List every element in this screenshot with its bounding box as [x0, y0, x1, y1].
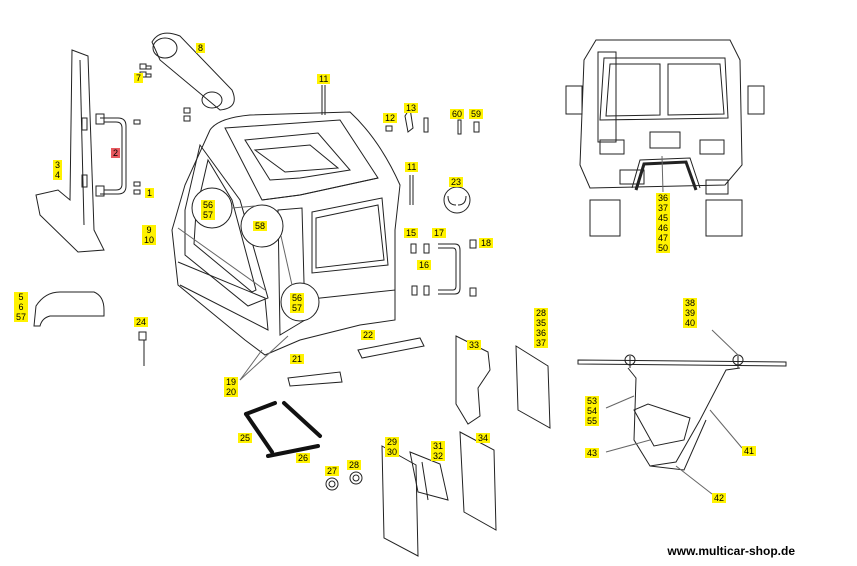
callout-38-39-40[interactable]: 38 39 40 [683, 298, 698, 328]
callout-11[interactable]: 11 [317, 74, 331, 84]
callout-58[interactable]: 58 [253, 221, 268, 231]
cab-body [171, 111, 401, 356]
callout-1[interactable]: 1 [145, 188, 155, 198]
bracket-assembly [577, 329, 787, 495]
callout-59[interactable]: 59 [469, 109, 484, 119]
callout-27[interactable]: 27 [325, 466, 340, 476]
callout-33[interactable]: 33 [467, 340, 482, 350]
callout-23[interactable]: 23 [449, 177, 464, 187]
callout-17[interactable]: 17 [432, 228, 447, 238]
site-url[interactable]: www.multicar-shop.de [667, 544, 795, 558]
callout-9-10[interactable]: 9 10 [142, 225, 157, 245]
screws [133, 63, 191, 195]
callout-56-57b[interactable]: 56 57 [290, 293, 305, 313]
callout-19-20[interactable]: 19 20 [224, 377, 239, 397]
callout-25[interactable]: 25 [238, 433, 253, 443]
callout-60[interactable]: 60 [450, 109, 465, 119]
headlamp-housing [151, 32, 235, 111]
callout-21[interactable]: 21 [290, 354, 305, 364]
step-plates [287, 337, 425, 387]
callout-28-35-36-37[interactable]: 28 35 36 37 [534, 308, 549, 348]
callout-34[interactable]: 34 [476, 433, 491, 443]
leader-lines [239, 335, 289, 381]
callout-16[interactable]: 16 [417, 260, 432, 270]
callout-11b[interactable]: 11 [405, 162, 419, 172]
callout-5-6-57[interactable]: 5 6 57 [14, 292, 29, 322]
callout-2[interactable]: 2 [111, 148, 121, 158]
callout-7[interactable]: 7 [134, 73, 144, 83]
callout-31-32[interactable]: 31 32 [431, 441, 446, 461]
callout-42[interactable]: 42 [712, 493, 727, 503]
callout-13[interactable]: 13 [404, 103, 419, 113]
nut-washer [325, 471, 363, 491]
callout-56-57[interactable]: 56 57 [201, 200, 216, 220]
callout-18[interactable]: 18 [479, 238, 494, 248]
callout-28b[interactable]: 28 [347, 460, 362, 470]
callout-36-50[interactable]: 36 37 45 46 47 50 [656, 193, 671, 253]
grab-handle [95, 113, 127, 197]
callout-43[interactable]: 43 [585, 448, 600, 458]
callout-41[interactable]: 41 [742, 446, 757, 456]
callout-12[interactable]: 12 [383, 113, 398, 123]
callout-22[interactable]: 22 [361, 330, 376, 340]
callout-53-54-55[interactable]: 53 54 55 [585, 396, 600, 426]
callout-8[interactable]: 8 [196, 43, 206, 53]
cab-fittings [321, 85, 480, 297]
callout-15[interactable]: 15 [404, 228, 419, 238]
cab-front-view [565, 39, 765, 237]
mud-flaps [381, 335, 551, 557]
callout-29-30[interactable]: 29 30 [385, 437, 400, 457]
callout-3-4[interactable]: 3 4 [53, 160, 63, 180]
bracket-24 [138, 331, 147, 366]
pillar-trim [35, 49, 105, 253]
callout-24[interactable]: 24 [134, 317, 149, 327]
callout-26[interactable]: 26 [296, 453, 311, 463]
door-seals [244, 401, 322, 458]
fender [33, 291, 105, 327]
